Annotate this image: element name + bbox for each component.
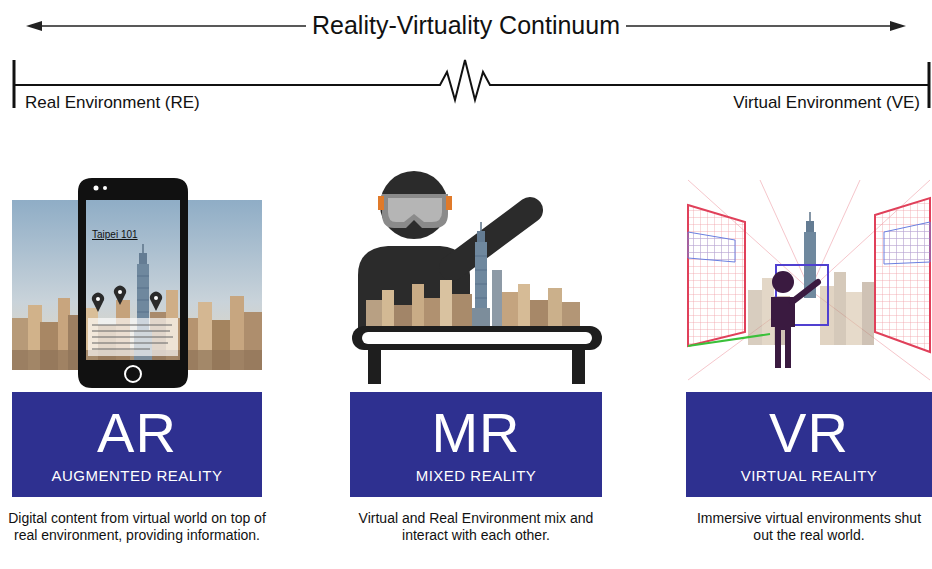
phone — [78, 178, 188, 388]
city-photo — [12, 200, 262, 370]
description: Virtual and Real Environment mix and int… — [351, 510, 601, 544]
category-box: MR MIXED REALITY — [350, 392, 602, 497]
category-name: VIRTUAL REALITY — [741, 467, 878, 485]
description: Digital content from virtual world on to… — [5, 510, 269, 544]
vr-scene — [688, 180, 930, 380]
mr-city-model — [366, 222, 580, 328]
table — [352, 326, 602, 384]
category-name: AUGMENTED REALITY — [51, 467, 222, 485]
title-row: Reality-Virtuality Continuum — [0, 11, 932, 40]
ar-tag: Taipei 101 — [92, 229, 138, 240]
acronym: MR — [431, 405, 520, 461]
mr-user — [358, 171, 530, 330]
category-name: MIXED REALITY — [416, 467, 537, 485]
acronym: AR — [97, 405, 177, 461]
category-box: AR AUGMENTED REALITY — [12, 392, 262, 497]
axis-end-label: Virtual Environment (VE) — [733, 93, 920, 113]
axis-end-label: Real Environment (RE) — [25, 93, 200, 113]
category-box: VR VIRTUAL REALITY — [686, 392, 932, 497]
title: Reality-Virtuality Continuum — [306, 11, 626, 39]
description: Immersive virtual environments shut out … — [693, 510, 925, 544]
acronym: VR — [769, 405, 849, 461]
